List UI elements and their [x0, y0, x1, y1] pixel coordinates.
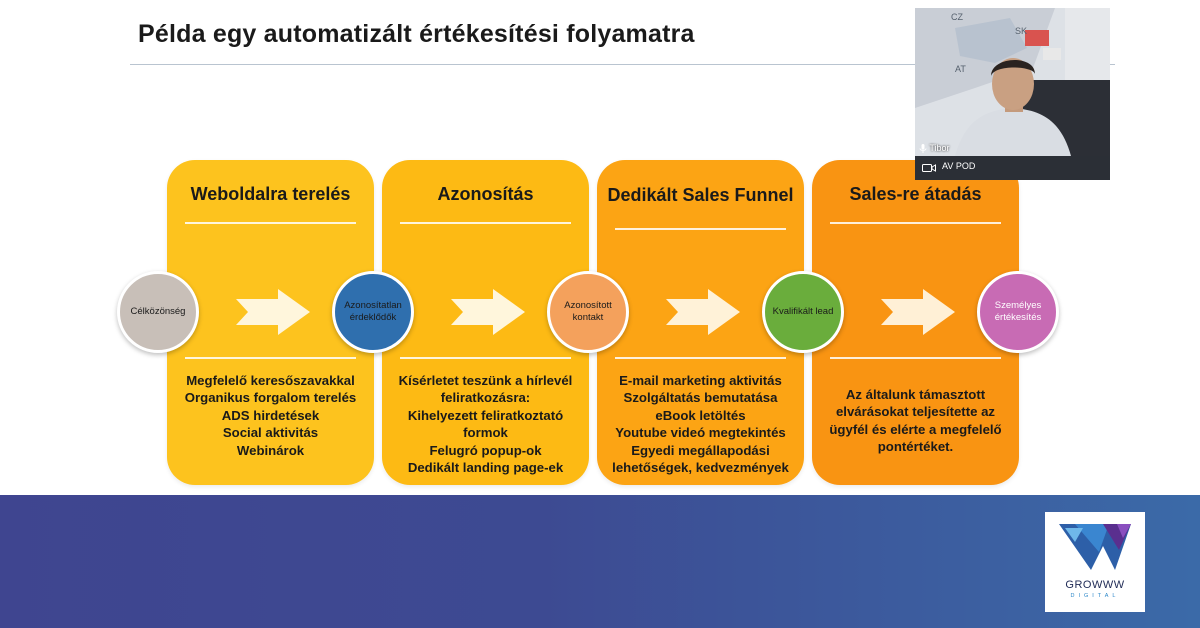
stage-item: Webinárok: [236, 442, 305, 458]
funnel-node-personal-sales: Személyes értékesítés: [977, 271, 1059, 353]
camera-icon[interactable]: [922, 163, 936, 173]
participant-name: Tibor: [929, 143, 950, 153]
map-label: AT: [955, 64, 966, 74]
stage-item: Kihelyezett feliratkoztató: [407, 407, 564, 423]
room-label: AV POD: [942, 161, 976, 171]
flow-arrow-icon: [881, 289, 955, 335]
stage-item: elvárásokat teljesítette az: [835, 404, 996, 420]
flow-arrow-icon: [666, 289, 740, 335]
funnel-node-identified: Azonosított kontakt: [547, 271, 629, 353]
stage-title: Azonosítás: [437, 184, 534, 205]
funnel-node-audience: Célközönség: [117, 271, 199, 353]
stage-item: ügyfél és elérte a megfelelő: [829, 421, 1002, 437]
stage-item: Organikus forgalom terelés: [184, 390, 357, 406]
stage-item: formok: [463, 425, 508, 441]
map-label: SK: [1015, 26, 1028, 36]
stage-title-divider: [400, 222, 571, 224]
stage-item: Youtube videó megtekintés: [615, 425, 786, 441]
brand-name: GROWWW: [1065, 579, 1125, 591]
stage-item: pontértéket.: [877, 439, 954, 455]
stage-item: Szolgáltatás bemutatása: [623, 390, 778, 406]
participant-info-bar: AV POD: [915, 156, 1110, 180]
stage-item: E-mail marketing aktivitás: [619, 373, 782, 388]
stage-item: lehetőségek, kedvezmények: [612, 460, 789, 476]
footer-banner: [0, 495, 1200, 628]
stage-body-divider: [185, 357, 356, 359]
growww-logo-icon: [1059, 524, 1131, 570]
video-participant-tile[interactable]: CZ SK AT Tibor AV POD: [915, 8, 1110, 180]
stage-item: Felugró popup-ok: [429, 442, 542, 458]
microphone-icon: [919, 144, 927, 154]
map-label: CZ: [951, 12, 963, 22]
stage-title: Weboldalra terelés: [190, 184, 351, 205]
stage-body-divider: [400, 357, 571, 359]
stage-title: Sales-re átadás: [849, 184, 982, 205]
flow-arrow-icon: [236, 289, 310, 335]
stage-title-divider: [185, 222, 356, 224]
stage-title: Dedikált Sales Funnel: [607, 185, 794, 206]
stage-item: Az általunk támasztott: [845, 387, 986, 402]
stage-item: Megfelelő keresőszavakkal: [186, 373, 355, 388]
stage-body: E-mail marketing aktivitás Szolgáltatás …: [603, 372, 798, 477]
stage-item: feliratkozásra:: [440, 390, 531, 406]
participant-video-frame: [915, 8, 1110, 156]
slide-title: Példa egy automatizált értékesítési foly…: [138, 20, 695, 48]
stage-body-divider: [830, 357, 1001, 359]
stage-body: Megfelelő keresőszavakkal Organikus forg…: [173, 372, 368, 459]
funnel-node-unidentified: Azonosítatlan érdeklődők: [332, 271, 414, 353]
participant-name-row: Tibor: [919, 143, 950, 154]
participant-video: [915, 8, 1110, 156]
stage-item: ADS hirdetések: [221, 407, 320, 423]
stage-panel-1: Weboldalra terelés Megfelelő keresőszava…: [167, 160, 374, 485]
stage-body: Kísérletet teszünk a hírlevél feliratkoz…: [388, 372, 583, 477]
brand-logo: GROWWW DIGITAL: [1045, 512, 1145, 612]
stage-item: Egyedi megállapodási: [631, 442, 770, 458]
stage-item: Social aktivitás: [222, 425, 319, 441]
flow-arrow-icon: [451, 289, 525, 335]
title-divider: [130, 64, 1115, 65]
stage-title-divider: [615, 228, 786, 230]
stage-body: Az általunk támasztott elvárásokat telje…: [818, 386, 1013, 456]
brand-tagline: DIGITAL: [1070, 593, 1120, 599]
stage-item: eBook letöltés: [655, 407, 746, 423]
stage-item: Dedikált landing page-ek: [407, 460, 564, 476]
stage-title-divider: [830, 222, 1001, 224]
stage-item: Kísérletet teszünk a hírlevél: [398, 373, 573, 388]
stage-body-divider: [615, 357, 786, 359]
funnel-node-qualified-lead: Kvalifikált lead: [762, 271, 844, 353]
